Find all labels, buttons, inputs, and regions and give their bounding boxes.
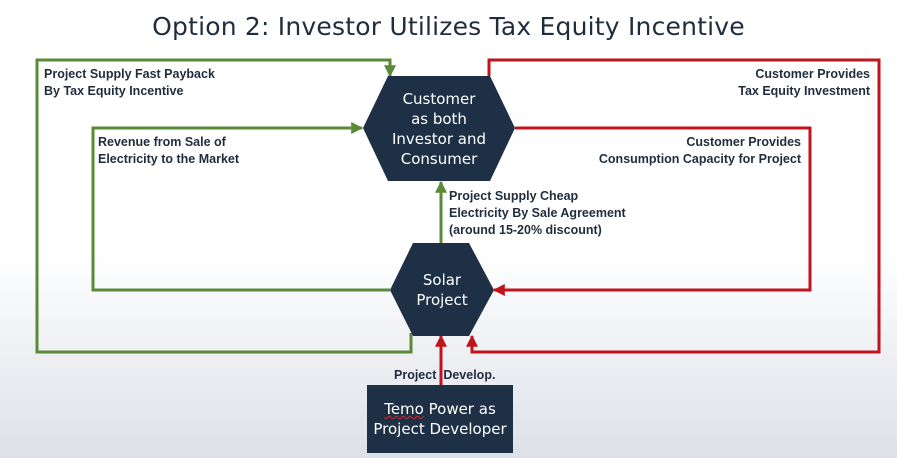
cheap-electricity-line-1: Project Supply Cheap [449, 189, 579, 203]
cheap-electricity-line-2: Electricity By Sale Agreement [449, 206, 626, 220]
revenue-line-2: Electricity to the Market [98, 152, 240, 166]
customer-node [363, 76, 515, 181]
customer-line-3: Investor and [391, 130, 487, 148]
revenue-line-1: Revenue from Sale of [98, 135, 226, 149]
consumption-capacity-label: Customer Provides Consumption Capacity f… [599, 134, 801, 168]
customer-line-2: as both [411, 110, 467, 128]
developer-line-2: Project Developer [373, 420, 507, 438]
solar-line-2: Project [416, 291, 468, 309]
fast-payback-line-2: By Tax Equity Incentive [44, 84, 184, 98]
consumption-line-1: Customer Provides [686, 135, 801, 149]
develop-label: Project Develop. [394, 368, 496, 382]
developer-node: Temo Power as Project Developer [367, 385, 513, 453]
consumption-line-2: Consumption Capacity for Project [598, 152, 801, 166]
fast-payback-arrow [35, 58, 413, 354]
solar-node-text: Solar Project [402, 270, 482, 310]
fast-payback-line-1: Project Supply Fast Payback [44, 67, 215, 81]
developer-line-1: Temo Power as [384, 399, 496, 419]
revenue-arrow [91, 122, 390, 292]
solar-line-1: Solar [422, 271, 462, 289]
customer-line-4: Consumer [400, 150, 478, 168]
fast-payback-label: Project Supply Fast Payback By Tax Equit… [44, 66, 215, 100]
tax-equity-line-2: Tax Equity Investment [738, 84, 870, 98]
diagram-title: Option 2: Investor Utilizes Tax Equity I… [152, 12, 745, 41]
tax-equity-line-1: Customer Provides [755, 67, 870, 81]
consumption-capacity-arrow [492, 126, 812, 296]
developer-line-1-rest: Power as [423, 400, 496, 418]
revenue-label: Revenue from Sale of Electricity to the … [98, 134, 239, 168]
cheap-electricity-line-3: (around 15-20% discount) [449, 223, 602, 237]
cheap-electricity-label: Project Supply Cheap Electricity By Sale… [449, 188, 626, 239]
tax-equity-arrow [466, 58, 881, 354]
solar-project-node [390, 243, 494, 336]
customer-line-1: Customer [402, 90, 476, 108]
customer-node-text: Customer as both Investor and Consumer [378, 89, 500, 169]
developer-brand: Temo [384, 400, 424, 418]
tax-equity-label: Customer Provides Tax Equity Investment [738, 66, 870, 100]
